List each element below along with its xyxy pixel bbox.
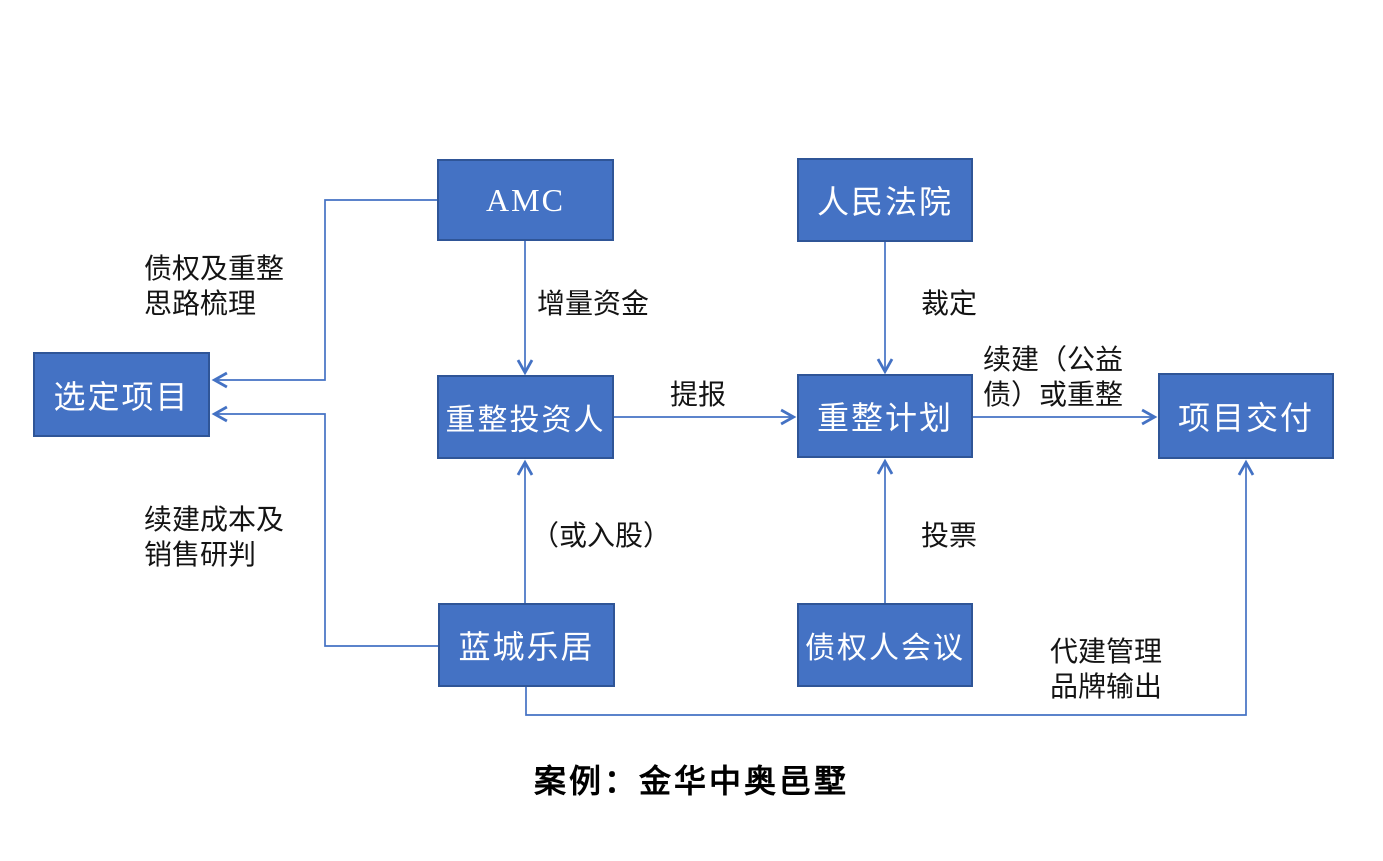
edge-label-amc-to-selected-project: 债权及重整 思路梳理 — [144, 254, 285, 320]
lancheng-leju-box: 蓝城乐居 — [438, 603, 615, 687]
restructuring-investor-box: 重整投资人 — [437, 375, 614, 459]
restructuring-plan-box: 重整计划 — [797, 374, 973, 458]
lancheng-leju-box-label: 蓝城乐居 — [458, 629, 595, 665]
restructuring-investor-box-label: 重整投资人 — [445, 404, 606, 437]
amc-box: AMC — [437, 159, 614, 241]
edge-label-leju-to-selected-project: 续建成本及 销售研判 — [144, 505, 285, 571]
creditors-meeting-box: 债权人会议 — [797, 603, 973, 687]
project-delivery-box: 项目交付 — [1158, 373, 1334, 459]
connector-leju-to-delivery — [525, 459, 1255, 716]
edge-label-plan-to-delivery: 续建（公益 债）或重整 — [983, 345, 1124, 411]
connector-leju-to-selected-project — [211, 405, 438, 647]
project-delivery-box-label: 项目交付 — [1177, 400, 1314, 436]
edge-label-leju-to-investor: （或入股） — [531, 521, 672, 552]
edge-label-investor-to-plan: 提报 — [670, 380, 727, 411]
selected-project-box-label: 选定项目 — [53, 378, 190, 415]
amc-box-label: AMC — [486, 181, 565, 218]
restructuring-plan-box-label: 重整计划 — [816, 400, 953, 436]
court-box: 人民法院 — [797, 158, 973, 242]
edge-label-creditors-to-plan: 投票 — [921, 521, 978, 552]
edge-label-amc-to-investor: 增量资金 — [537, 289, 650, 320]
connector-amc-to-selected-project — [211, 199, 437, 389]
selected-project-box: 选定项目 — [33, 352, 210, 437]
edge-label-leju-to-delivery: 代建管理 品牌输出 — [1050, 637, 1163, 703]
edge-label-court-to-plan: 裁定 — [921, 289, 978, 320]
case-caption: 案例：金华中奥邑墅 — [533, 763, 849, 799]
creditors-meeting-box-label: 债权人会议 — [805, 632, 965, 665]
court-box-label: 人民法院 — [816, 184, 953, 220]
